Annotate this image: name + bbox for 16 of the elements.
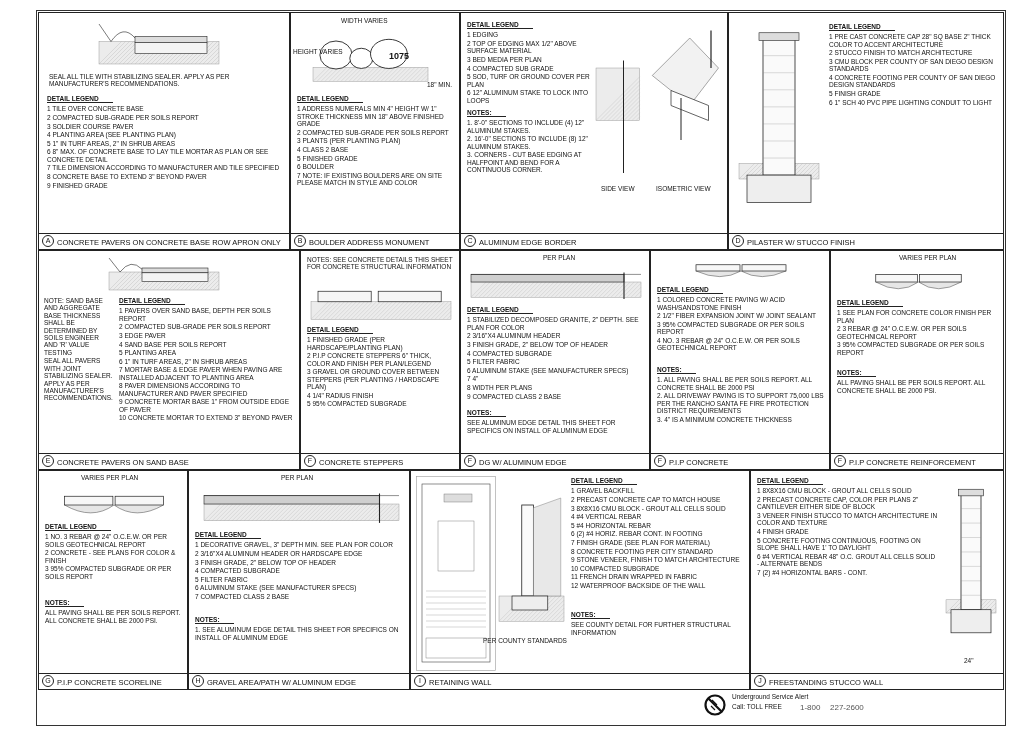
address-numerals: 1075 [389, 51, 410, 61]
detail-panel [750, 470, 1004, 690]
detail-panel [188, 470, 410, 690]
detail-panel [38, 470, 188, 690]
detail-panel [410, 470, 750, 690]
detail-panel [38, 12, 290, 250]
detail-panel [460, 12, 728, 250]
detail-panel [728, 12, 1004, 250]
alert-text: 227-2600 [830, 703, 864, 712]
detail-panel [650, 250, 830, 470]
detail-panel [460, 250, 650, 470]
detail-panel [300, 250, 460, 470]
detail-panel [38, 250, 300, 470]
detail-panel [290, 12, 460, 250]
detail-panel [830, 250, 1004, 470]
alert-text: 1-800 [800, 703, 821, 712]
